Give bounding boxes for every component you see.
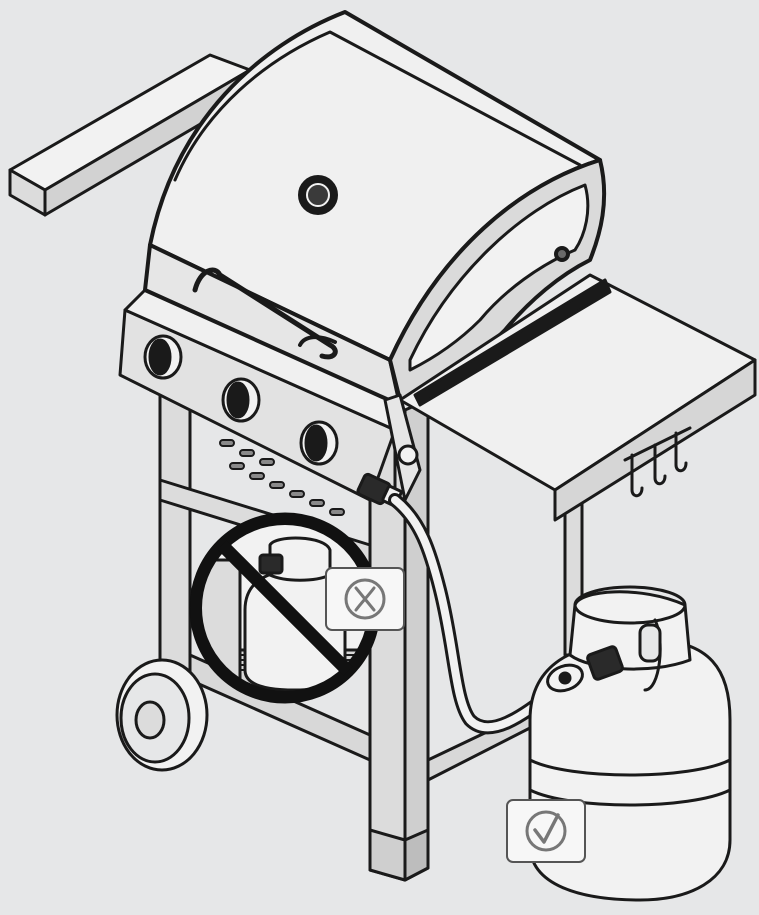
control-knob-3 [299, 420, 339, 466]
right-side-shelf [398, 273, 757, 522]
control-knob-2 [221, 377, 261, 423]
incorrect-badge [325, 567, 405, 631]
control-knob-1 [143, 334, 183, 380]
grill-lid [143, 10, 607, 407]
wheel [115, 658, 209, 772]
gas-inlet-panel [383, 393, 422, 502]
prohibition-slash [217, 540, 353, 676]
checkmark-icon [525, 810, 567, 852]
crossed-x-icon [344, 578, 386, 620]
correct-badge [506, 799, 586, 863]
gas-hose [388, 493, 577, 735]
